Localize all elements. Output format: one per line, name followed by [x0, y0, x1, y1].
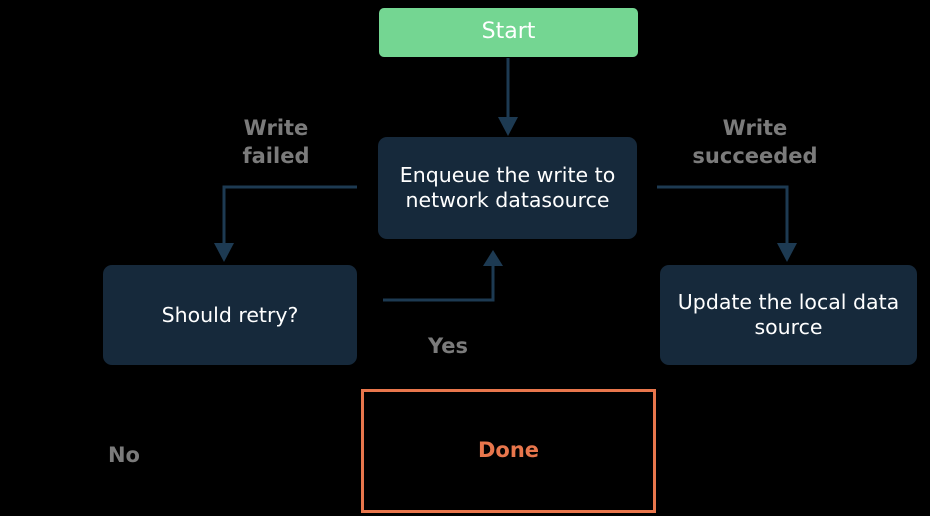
edge-should-retry-to-enqueue: [383, 250, 503, 302]
node-done-label: Done: [477, 438, 540, 463]
node-update-local-data-source-label: Update the local data source: [677, 290, 900, 339]
edge-label-yes: Yes: [427, 334, 469, 358]
node-done[interactable]: Done: [361, 389, 656, 513]
edge-label-write-succeeded: Write succeeded: [692, 116, 818, 168]
edge-label-write-failed: Write failed: [242, 116, 310, 168]
node-should-retry[interactable]: Should retry?: [103, 265, 357, 365]
node-should-retry-label: Should retry?: [161, 302, 299, 327]
node-update-local-data-source[interactable]: Update the local data source: [660, 265, 917, 365]
node-start[interactable]: Start: [379, 8, 638, 57]
edge-label-no: No: [107, 443, 140, 467]
edge-start-to-enqueue: [498, 58, 518, 136]
edge-enqueue-to-update-local: [657, 185, 797, 262]
edge-enqueue-to-should-retry: [214, 185, 357, 262]
node-enqueue-write[interactable]: Enqueue the write to network datasource: [378, 137, 637, 239]
node-start-label: Start: [481, 19, 536, 45]
node-enqueue-write-label: Enqueue the write to network datasource: [399, 163, 616, 212]
